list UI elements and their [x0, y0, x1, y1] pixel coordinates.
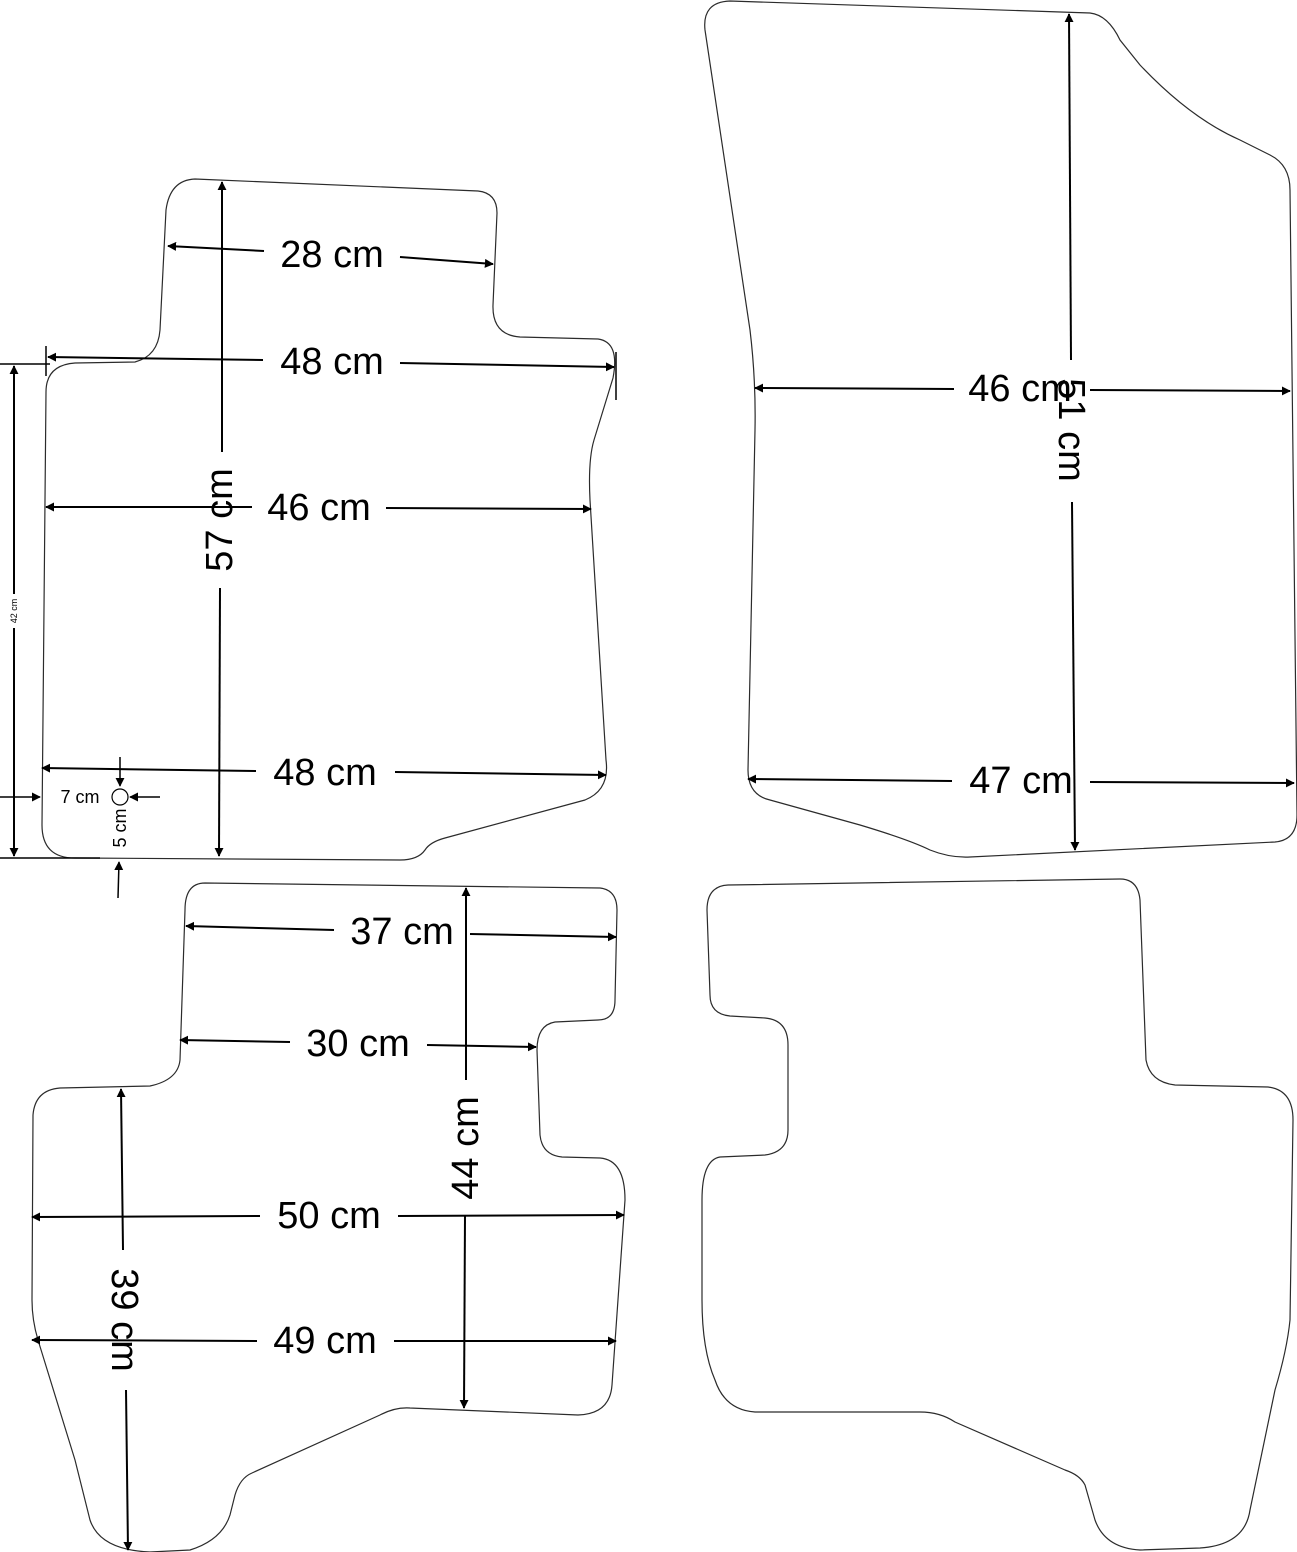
rear-left-top-width-label: 37 cm [350, 911, 453, 953]
rear-left-upper-width-label: 30 cm [306, 1023, 409, 1065]
front-left-mat-outline [41, 178, 616, 861]
front-right-mat-outline [704, 0, 1297, 858]
rear-left-middle-width-label: 50 cm [277, 1195, 380, 1237]
front-left-side-height-label: 42 cm [9, 599, 19, 624]
rear-left-mat: 44 cm 37 cm 30 cm 50 cm 49 cm 39 cm [31, 882, 626, 1552]
front-left-height-label: 57 cm [199, 468, 241, 571]
front-left-mount-hole [111, 788, 129, 806]
front-left-hole-x-label: 7 cm [60, 787, 99, 807]
front-left-upper-width-label: 48 cm [280, 341, 383, 383]
front-left-lower-width-label: 48 cm [273, 752, 376, 794]
front-left-top-width-label: 28 cm [280, 234, 383, 276]
rear-left-lower-width-label: 49 cm [273, 1320, 376, 1362]
rear-left-side-height-label: 39 cm [103, 1268, 145, 1371]
rear-right-mat-outline [701, 878, 1294, 1551]
front-left-middle-width-label: 46 cm [267, 487, 370, 529]
front-right-mat: 51 cm 46 cm 47 cm [704, 0, 1297, 858]
rear-left-mat-outline [31, 882, 626, 1552]
rear-left-height-label: 44 cm [445, 1096, 487, 1199]
front-right-height-label: 51 cm [1050, 378, 1092, 481]
front-right-lower-width-label: 47 cm [969, 760, 1072, 802]
front-left-hole-y-label: 5 cm [110, 808, 130, 847]
front-right-upper-width-label: 46 cm [968, 368, 1071, 410]
front-left-mat: 57 cm 28 cm 48 cm 46 cm 48 cm 42 cm 7 cm [0, 178, 617, 899]
rear-right-mat [701, 878, 1294, 1551]
